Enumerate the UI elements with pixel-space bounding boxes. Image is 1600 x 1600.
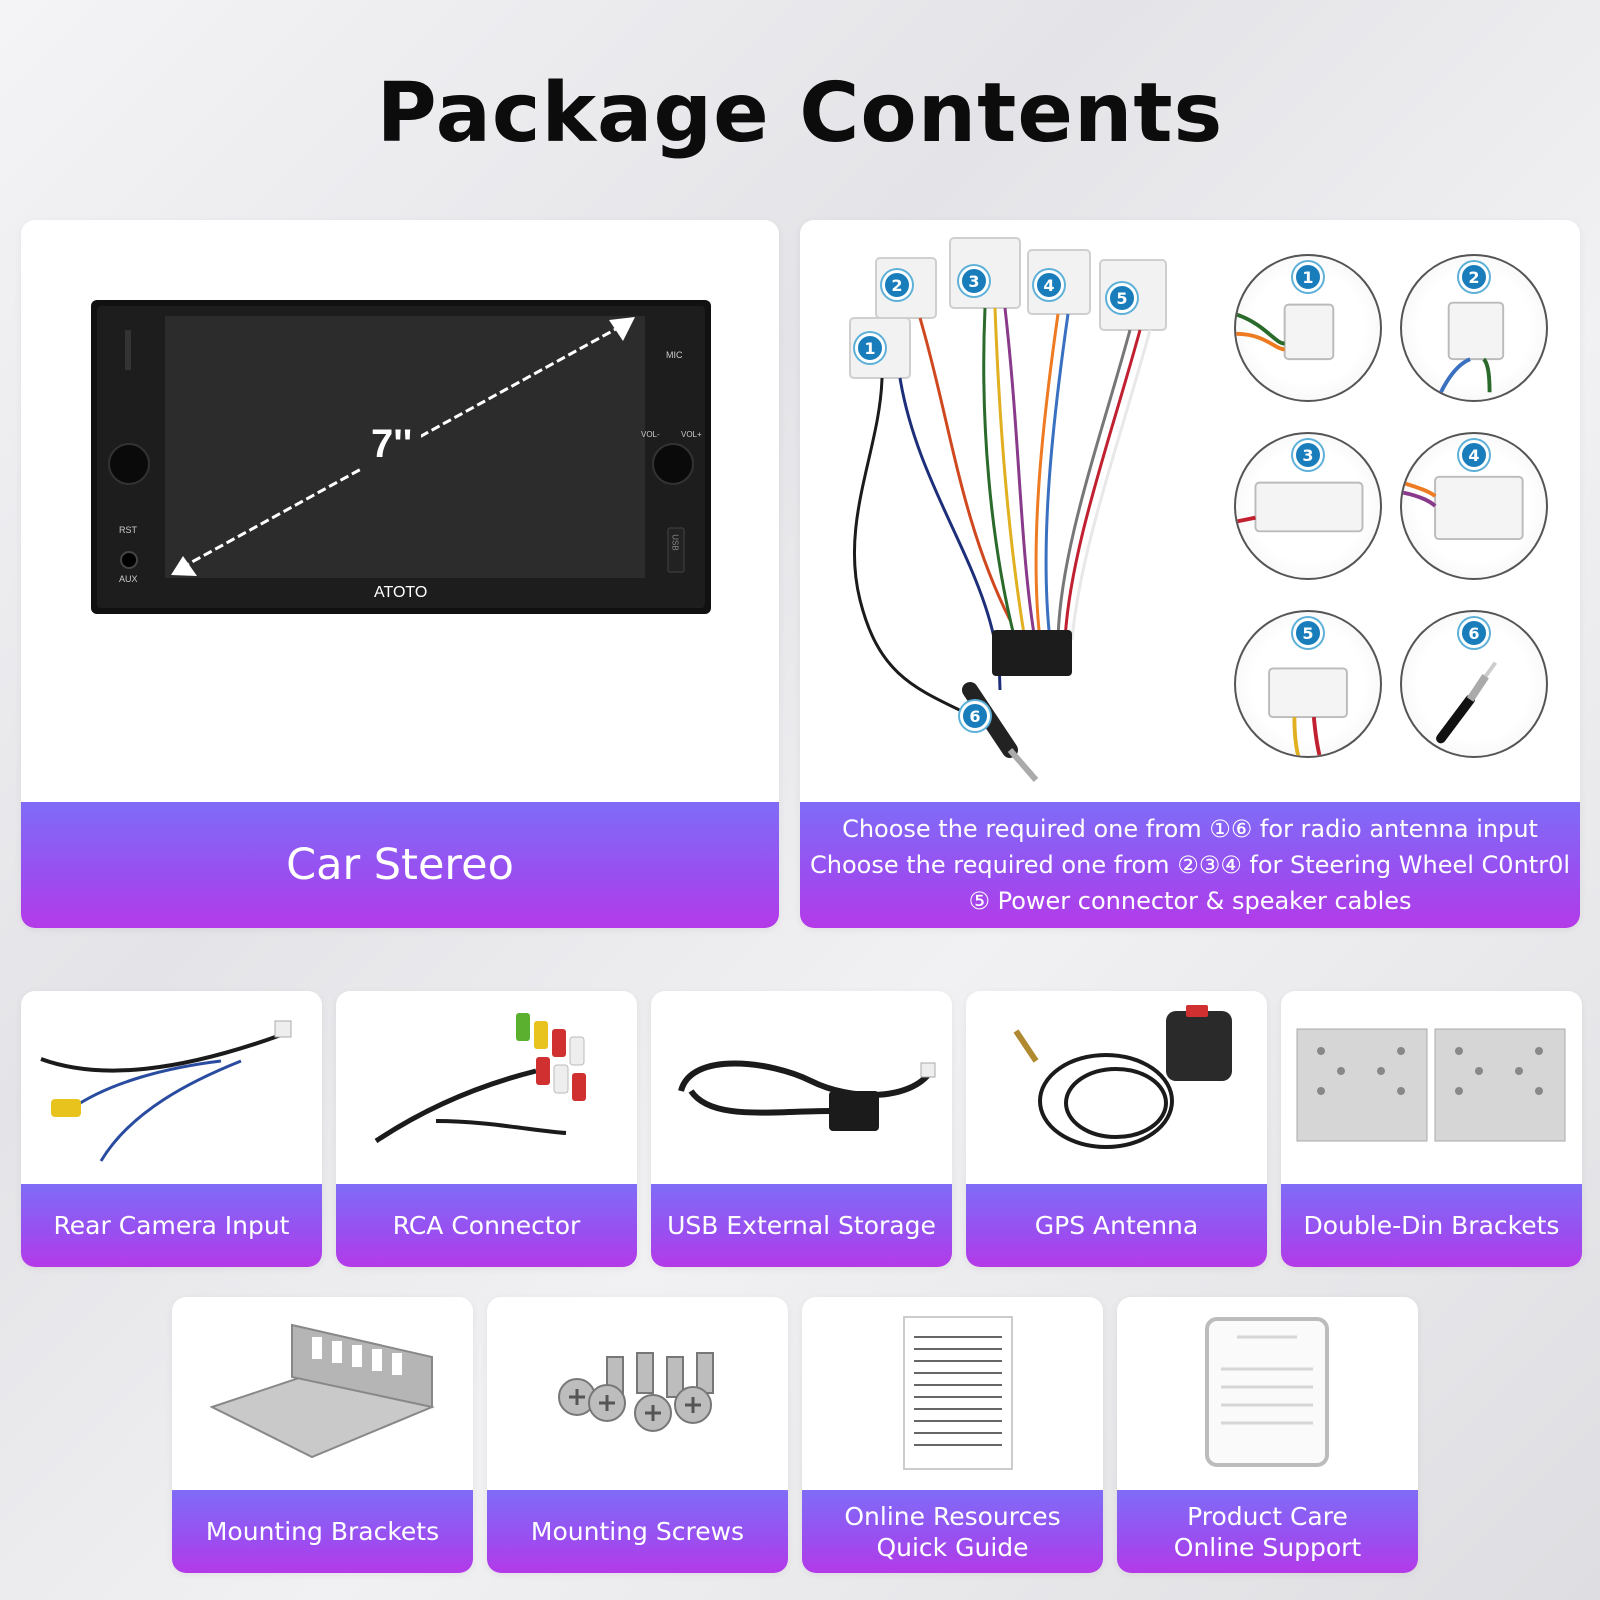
rca-connector-card: RCA Connector [336, 991, 637, 1267]
double-din-label: Double-Din Brackets [1303, 1211, 1560, 1240]
harness-badge-4: 4 [1034, 270, 1064, 300]
gps-antenna-icon [966, 991, 1267, 1184]
harness-caption-line-1: Choose the required one from ①⑥ for radi… [842, 815, 1538, 843]
screws-icon [487, 1297, 788, 1490]
usb-storage-card: USB External Storage [651, 991, 952, 1267]
car-stereo-image: 7'' ATOTO MIC RST AUX VOL- VOL+ USB [21, 220, 779, 802]
car-stereo-label-band: Car Stereo [21, 802, 779, 928]
car-stereo-label: Car Stereo [286, 840, 514, 890]
gps-antenna-card: GPS Antenna [966, 991, 1267, 1267]
rca-cable-icon [336, 991, 637, 1184]
camera-cable-icon [21, 991, 322, 1184]
vol-plus-label: VOL+ [681, 430, 702, 439]
product-care-card: Product Care Online Support [1117, 1297, 1418, 1573]
closeup-badge-3: 3 [1293, 440, 1323, 470]
mounting-screws-band: Mounting Screws [487, 1490, 788, 1573]
usb-cable-icon [651, 991, 952, 1184]
car-stereo-card: 7'' ATOTO MIC RST AUX VOL- VOL+ USB Car … [21, 220, 779, 928]
harness-badge-5: 5 [1107, 283, 1137, 313]
page-title: Package Contents [376, 66, 1224, 161]
online-resources-band: Online Resources Quick Guide [802, 1490, 1103, 1573]
mounting-bracket-icon [172, 1297, 473, 1490]
product-care-band: Product Care Online Support [1117, 1490, 1418, 1573]
harness-badge-2: 2 [882, 270, 912, 300]
mounting-brackets-band: Mounting Brackets [172, 1490, 473, 1573]
quick-guide-label: Quick Guide [876, 1532, 1029, 1562]
wiring-harness-card: 1 2 3 4 5 6 1 2 3 4 5 6 Choose the requi… [800, 220, 1580, 928]
usb-label: USB [670, 534, 680, 551]
connector-3-closeup [1234, 432, 1382, 580]
closeup-badge-1: 1 [1293, 262, 1323, 292]
online-resources-card: Online Resources Quick Guide [802, 1297, 1103, 1573]
online-resources-label: Online Resources [844, 1501, 1061, 1531]
closeup-badge-2: 2 [1459, 262, 1489, 292]
wiring-harness-image: 1 2 3 4 5 6 1 2 3 4 5 6 [800, 220, 1580, 802]
rear-camera-band: Rear Camera Input [21, 1184, 322, 1267]
support-card-icon [1117, 1297, 1418, 1490]
mounting-brackets-label: Mounting Brackets [205, 1517, 440, 1546]
manual-icon [802, 1297, 1103, 1490]
connector-5-closeup [1234, 610, 1382, 758]
rca-connector-label: RCA Connector [392, 1211, 581, 1240]
stereo-brand-label: ATOTO [374, 584, 428, 601]
gps-antenna-band: GPS Antenna [966, 1184, 1267, 1267]
double-din-card: Double-Din Brackets [1281, 991, 1582, 1267]
screen-size-label: 7'' [371, 422, 413, 466]
harness-caption-line-3: ⑤ Power connector & speaker cables [968, 887, 1412, 915]
usb-storage-label: USB External Storage [667, 1211, 936, 1240]
mounting-screws-card: Mounting Screws [487, 1297, 788, 1573]
bracket-icon [1281, 991, 1582, 1184]
closeup-badge-4: 4 [1459, 440, 1489, 470]
rear-camera-label: Rear Camera Input [53, 1211, 290, 1240]
mic-label: MIC [666, 350, 683, 360]
gps-antenna-label: GPS Antenna [1034, 1211, 1199, 1240]
connector-1-closeup [1234, 254, 1382, 402]
harness-badge-3: 3 [959, 266, 989, 296]
online-support-label: Online Support [1173, 1532, 1362, 1562]
rst-label: RST [119, 525, 137, 535]
double-din-band: Double-Din Brackets [1281, 1184, 1582, 1267]
harness-caption-band: Choose the required one from ①⑥ for radi… [800, 802, 1580, 928]
rca-connector-band: RCA Connector [336, 1184, 637, 1267]
aux-label: AUX [119, 574, 138, 584]
harness-badge-1: 1 [855, 333, 885, 363]
closeup-badge-5: 5 [1293, 618, 1323, 648]
harness-caption-line-2: Choose the required one from ②③④ for Ste… [809, 851, 1571, 879]
closeup-badge-6: 6 [1459, 618, 1489, 648]
usb-storage-band: USB External Storage [651, 1184, 952, 1267]
mounting-screws-label: Mounting Screws [530, 1517, 745, 1546]
mounting-brackets-card: Mounting Brackets [172, 1297, 473, 1573]
product-care-label: Product Care [1187, 1501, 1348, 1531]
rear-camera-card: Rear Camera Input [21, 991, 322, 1267]
connector-4-closeup [1400, 432, 1548, 580]
harness-badge-6: 6 [960, 701, 990, 731]
vol-minus-label: VOL- [641, 430, 660, 439]
